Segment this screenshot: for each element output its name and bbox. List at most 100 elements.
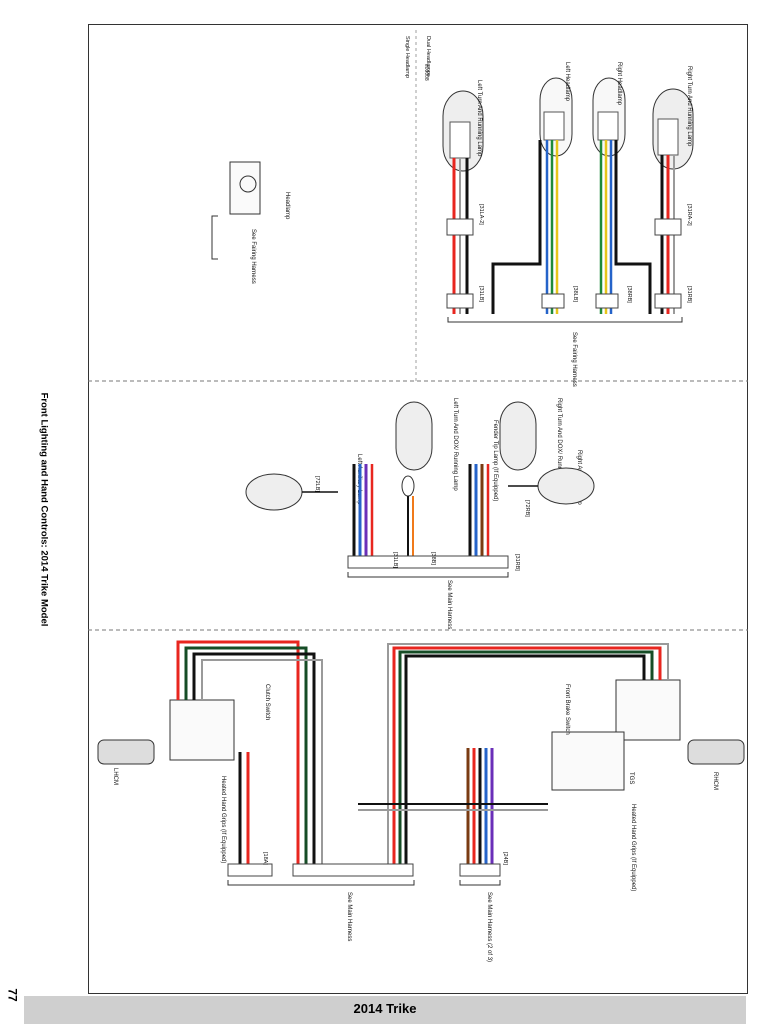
see-main-harness-2of3-label: See Main Harness (2 of 3)	[486, 892, 492, 962]
single-headlamp-label: Headlamp	[284, 192, 290, 220]
rhcm-module	[615, 679, 681, 741]
svg-text:Left Headlamp: Left Headlamp	[564, 62, 570, 102]
left-drl-lamp	[395, 401, 433, 471]
connector-31la	[446, 218, 474, 236]
right-drl-label: Right Turn And DOX/ Running Lamp	[556, 398, 562, 495]
svg-text:Front Brake Switch: Front Brake Switch	[564, 684, 570, 735]
clutch-label: Clutch Switch	[264, 684, 270, 720]
svg-text:Left Turn And DOX/ Running Lam: Left Turn And DOX/ Running Lamp	[452, 398, 458, 491]
single-headlamp-label: Single Headlamp	[404, 36, 410, 78]
connector-31rb-aux-label: [31RB]	[514, 554, 520, 571]
wiring-diagram: e00008 Dual Headlamps Single Headlamp	[88, 24, 748, 994]
connector-31lb-aux-label: [31LB]	[392, 552, 398, 568]
svg-text:[31RB]: [31RB]	[514, 554, 520, 571]
connector-38b-label: [38B]	[430, 552, 436, 565]
svg-text:RHCM: RHCM	[712, 772, 718, 790]
see-main-harness-aux-label: See Main Harness	[446, 580, 452, 629]
svg-text:[38B]: [38B]	[430, 552, 436, 565]
svg-text:e00008: e00008	[423, 64, 429, 81]
connector-18a	[227, 863, 273, 877]
connector-31rb	[654, 293, 682, 309]
dual-headlamps-label: Dual Headlamps	[425, 36, 431, 77]
svg-text:[72LB]: [72LB]	[314, 476, 320, 492]
rhcm-grip	[687, 739, 745, 765]
svg-text:[31RB]: [31RB]	[686, 286, 692, 303]
single-headlamp-bracket	[211, 215, 218, 260]
left-headlamp-wires	[491, 140, 559, 314]
svg-text:Headlamp: Headlamp	[284, 192, 290, 220]
tgs-module	[551, 731, 625, 791]
footer-text: 2014 Trike	[353, 1001, 417, 1016]
aux-connector-row	[347, 555, 509, 569]
left-turn-wires	[452, 158, 469, 314]
connector-18a-label: [18A]	[262, 852, 268, 865]
connector-38rb-label: [38RB]	[626, 286, 632, 303]
svg-text:[72RB]: [72RB]	[524, 500, 530, 517]
svg-text:See Main Harness (2 of 3): See Main Harness (2 of 3)	[486, 892, 492, 962]
main-harness-bracket-lower	[227, 880, 415, 886]
connector-24b	[459, 863, 501, 877]
connector-38lb-label: [38LB]	[572, 286, 578, 302]
right-turn-label: Right Turn And Running Lamp	[686, 66, 692, 147]
connector-24b-label: [24B]	[502, 852, 508, 865]
connector-24c	[292, 863, 414, 877]
connector-38lb	[541, 293, 565, 309]
svg-text:Right Turn And DOX/ Running La: Right Turn And DOX/ Running Lamp	[556, 398, 562, 495]
page-number-text: 77	[5, 988, 20, 1002]
left-drl-label: Left Turn And DOX/ Running Lamp	[452, 398, 458, 491]
front-brake-label: Front Brake Switch	[564, 684, 570, 735]
connector-31rb-label: [31RB]	[686, 286, 692, 303]
svg-text:Left Turn And Running Lamp: Left Turn And Running Lamp	[476, 80, 482, 157]
rhcm-label: RHCM	[712, 772, 718, 790]
left-turn-label: Left Turn And Running Lamp	[476, 80, 482, 157]
lhcm-label: LHCM	[112, 768, 118, 785]
fender-tip-label: Fender Tip Lamp (If Equipped)	[492, 420, 498, 501]
svg-text:[31LB]: [31LB]	[392, 552, 398, 568]
svg-text:Right Turn And Running Lamp: Right Turn And Running Lamp	[686, 66, 692, 147]
footer-band: 2014 Trike	[24, 996, 746, 1024]
right-headlamp-label: Right Headlamp	[616, 62, 622, 106]
left-headlamp-socket	[543, 111, 565, 141]
left-headlamp-label: Left Headlamp	[564, 62, 570, 102]
see-fairing-harness-label: See Fairing Harness	[571, 332, 577, 387]
aux-wires	[302, 464, 538, 564]
main-harness-bracket-lower-2	[459, 880, 501, 886]
connector-72lb-label: [72LB]	[314, 476, 320, 492]
page-title: Front Lighting and Hand Controls: 2014 T…	[38, 392, 50, 627]
svg-text:[18A]: [18A]	[262, 852, 268, 865]
svg-text:[31RA-2]: [31RA-2]	[686, 204, 692, 226]
svg-text:See Main Harness: See Main Harness	[346, 892, 352, 941]
right-drl-lamp	[499, 401, 537, 471]
connector-31lb-label: [31LB]	[478, 286, 484, 302]
heated-grips-r-label: Heated Hand Grips (If Equipped)	[630, 804, 636, 891]
left-turn-lamp-socket	[449, 121, 471, 159]
single-headlamp-bulb	[239, 175, 257, 193]
see-fairing-harness-single-label: See Fairing Harness	[250, 229, 256, 284]
figure-id: e00008	[423, 64, 429, 81]
tgs-label: TGS	[628, 772, 634, 784]
svg-text:[38RB]: [38RB]	[626, 286, 632, 303]
right-headlamp-socket	[597, 111, 619, 141]
right-headlamp-wires	[599, 140, 652, 314]
connector-38rb	[595, 293, 619, 309]
svg-text:LHCM: LHCM	[112, 768, 118, 785]
svg-text:Heated Hand Grips (If Equipped: Heated Hand Grips (If Equipped)	[220, 776, 226, 863]
lhcm-module	[169, 699, 235, 761]
svg-text:Heated Hand Grips (If Equipped: Heated Hand Grips (If Equipped)	[630, 804, 636, 891]
connector-31ra	[654, 218, 682, 236]
connector-31lb	[446, 293, 474, 309]
svg-text:[31LA-2]: [31LA-2]	[478, 204, 484, 225]
svg-text:See Fairing Harness: See Fairing Harness	[250, 229, 256, 284]
connector-31ra-label: [31RA-2]	[686, 204, 692, 226]
svg-text:Dual Headlamps: Dual Headlamps	[425, 36, 431, 77]
left-aux-lamp	[245, 473, 303, 511]
main-harness-bracket	[347, 572, 509, 578]
svg-text:Fender Tip Lamp (If Equipped): Fender Tip Lamp (If Equipped)	[492, 420, 498, 501]
lhcm-grip	[97, 739, 155, 765]
diagram-frame	[88, 24, 748, 994]
heated-grips-l-label: Heated Hand Grips (If Equipped)	[220, 776, 226, 863]
svg-text:See Main Harness: See Main Harness	[446, 580, 452, 629]
svg-text:Right Headlamp: Right Headlamp	[616, 62, 622, 106]
fender-tip-lamp	[401, 475, 415, 497]
svg-text:TGS: TGS	[628, 772, 634, 784]
